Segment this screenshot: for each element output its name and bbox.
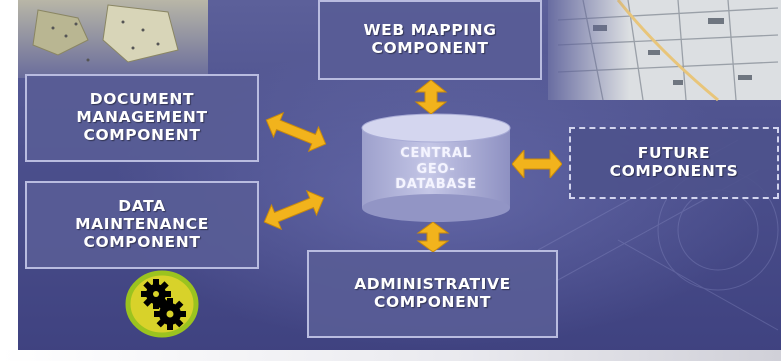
bidirectional-arrow-icon (265, 111, 327, 153)
diagram-canvas: WEB MAPPING COMPONENT DOCUMENT MANAGEMEN… (18, 0, 781, 356)
web-mapping-component-label: WEB MAPPING COMPONENT (363, 21, 497, 57)
map-thumbnail-left (18, 0, 208, 78)
central-geodatabase: CENTRAL GEO- DATABASE (360, 112, 512, 224)
data-maintenance-component-label: DATA MAINTENANCE COMPONENT (75, 197, 209, 251)
administrative-component-label: ADMINISTRATIVE COMPONENT (354, 275, 511, 311)
bidirectional-arrow-icon (263, 189, 325, 231)
future-components-label: FUTURE COMPONENTS (609, 144, 739, 180)
document-management-component-label: DOCUMENT MANAGEMENT COMPONENT (76, 90, 208, 144)
administrative-component-box: ADMINISTRATIVE COMPONENT (307, 250, 558, 338)
bottom-border-strip (0, 350, 781, 361)
gears-icon (125, 270, 199, 338)
web-mapping-component-box: WEB MAPPING COMPONENT (318, 0, 542, 80)
document-management-component-box: DOCUMENT MANAGEMENT COMPONENT (25, 74, 259, 162)
background-decoration (18, 0, 781, 331)
future-components-box: FUTURE COMPONENTS (569, 127, 779, 199)
bidirectional-arrow-icon (416, 222, 450, 252)
central-geodatabase-label: CENTRAL GEO- DATABASE (395, 146, 477, 193)
data-maintenance-component-box: DATA MAINTENANCE COMPONENT (25, 181, 259, 269)
bidirectional-arrow-icon (414, 80, 448, 114)
bidirectional-arrow-icon (512, 150, 562, 178)
database-cylinder-icon (361, 113, 511, 222)
street-map-thumbnail-right (548, 0, 781, 102)
